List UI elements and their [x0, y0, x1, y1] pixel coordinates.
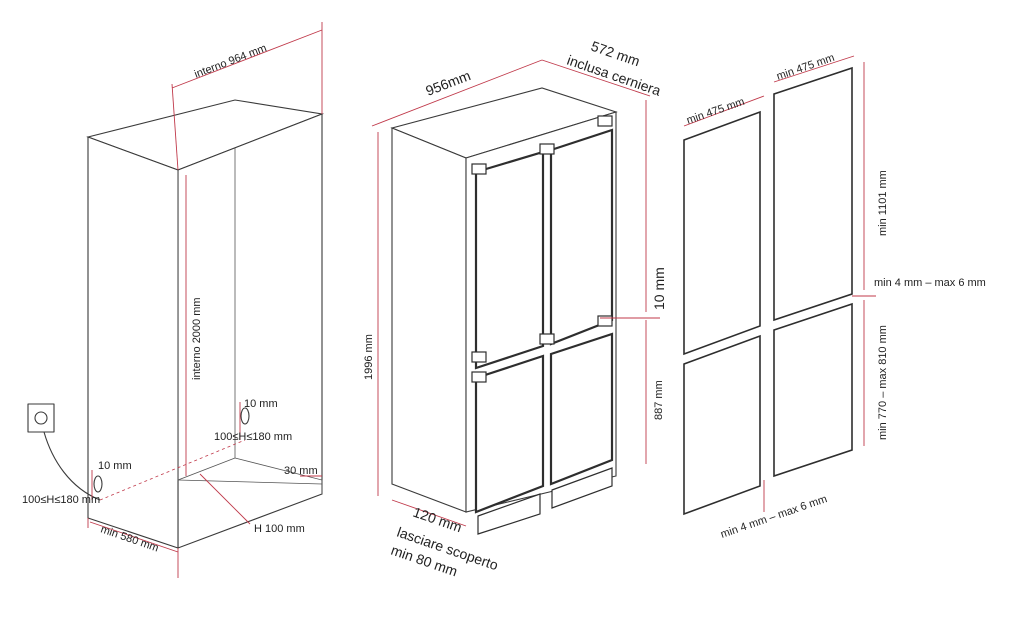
- label-socket-gap-2: 10 mm: [244, 398, 278, 410]
- dim-socket-guide: [99, 439, 246, 501]
- label-plinth-height: H 100 mm: [254, 523, 305, 535]
- label-socket-range-2: 100≤H≤180 mm: [214, 431, 292, 443]
- label-back-gap: 30 mm: [284, 465, 318, 477]
- door-lower-right: [549, 332, 614, 486]
- dim-line-depth: [89, 521, 179, 553]
- cable-hole: [93, 475, 103, 493]
- ventilation-grille-left: [477, 493, 541, 535]
- ventilation-grille-right: [551, 467, 613, 509]
- power-cable: [43, 431, 101, 501]
- label-panel-lower-height: min 770 – max 810 mm: [877, 325, 889, 440]
- dim-line-app-plinth: [391, 499, 467, 527]
- dim-ext-1: [171, 83, 179, 171]
- panel-upper-left: [683, 110, 761, 356]
- hinge-5: [471, 371, 487, 383]
- label-socket-gap: 10 mm: [98, 460, 132, 472]
- wall-socket: [27, 403, 55, 433]
- label-app-height: 1996 mm: [363, 334, 375, 380]
- hinge-4: [471, 351, 487, 363]
- panels-drawing: min 475 mm min 475 mm min 1101 mm min 4 …: [683, 52, 986, 541]
- label-panel-gap-vertical: min 4 mm – max 6 mm: [874, 277, 986, 289]
- hinge-3: [597, 115, 613, 127]
- cabinet-back-rebate: [234, 457, 323, 494]
- dim-line-width: [171, 29, 323, 89]
- label-socket-range: 100≤H≤180 mm: [22, 494, 100, 506]
- appliance-side: [391, 127, 467, 513]
- hinge-7: [597, 315, 613, 327]
- hinge-6: [539, 333, 555, 345]
- panel-lower-left: [683, 334, 761, 516]
- hinge-2: [539, 143, 555, 155]
- label-width-interior: interno 964 mm: [193, 42, 269, 81]
- dim-plinth-leader: [199, 473, 251, 525]
- wall-socket-face: [34, 411, 48, 425]
- dim-line-app-width: [371, 59, 543, 127]
- label-app-lower: 887 mm: [653, 380, 665, 420]
- door-lower-left: [474, 354, 545, 514]
- panel-upper-right: [773, 66, 853, 322]
- dim-line-panel-left-width: [683, 95, 765, 127]
- cabinet-drawing: interno 964 mm interno 2000 mm min 580 m…: [22, 22, 325, 578]
- door-upper-right: [549, 128, 614, 346]
- cabinet-plinth-edge: [177, 479, 323, 485]
- panel-lower-right: [773, 302, 853, 478]
- label-panel-upper-height: min 1101 mm: [877, 170, 889, 236]
- label-height-interior: interno 2000 mm: [191, 297, 203, 380]
- label-app-width: 956mm: [423, 67, 472, 99]
- hinge-1: [471, 163, 487, 175]
- dim-line-panel-right-width: [773, 55, 855, 83]
- label-panel-gap-horizontal: min 4 mm – max 6 mm: [719, 493, 829, 541]
- appliance-drawing: 956mm 572 mm inclusa cerniera 1996 mm 10…: [363, 38, 667, 580]
- dim-line-app-depth: [541, 59, 651, 97]
- cable-hole-2: [240, 407, 250, 425]
- door-upper-left: [474, 150, 545, 370]
- label-app-gap: 10 mm: [651, 267, 667, 310]
